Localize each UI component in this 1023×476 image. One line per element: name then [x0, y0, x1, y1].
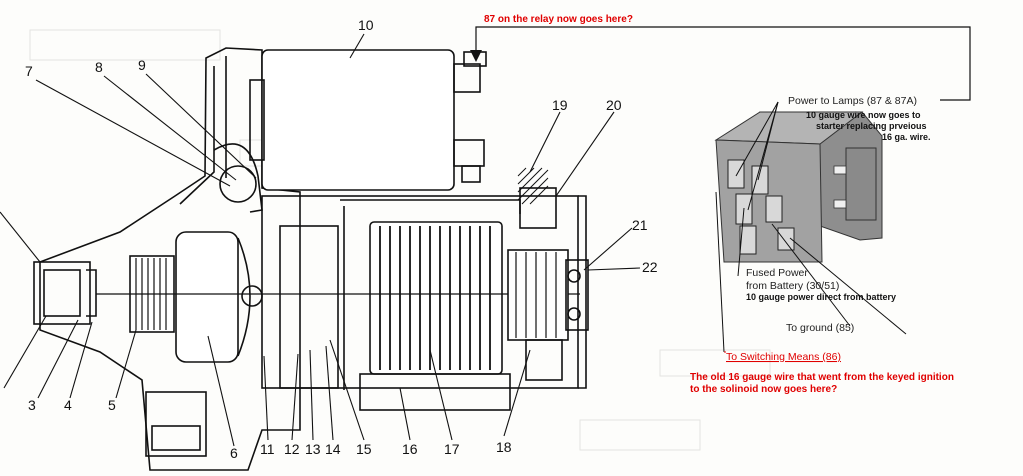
part-number-21: 21 [632, 217, 648, 233]
gauge10-note-line3: 16 ga. wire. [882, 132, 931, 142]
drive-housing [39, 47, 301, 471]
solenoid-terminal-bottom [453, 139, 485, 167]
relay-87-wire-line [475, 26, 971, 101]
part-number-8: 8 [95, 59, 103, 75]
nose-bush [33, 261, 91, 325]
part-number-12: 12 [284, 441, 300, 457]
solenoid [261, 49, 455, 191]
starter-motor-drawing [33, 47, 589, 471]
fused-power-label-line2: from Battery (30/51) [746, 280, 839, 292]
part-number-20: 20 [606, 97, 622, 113]
relay-pin-86 [739, 225, 757, 255]
part-number-13: 13 [305, 441, 321, 457]
part-number-17: 17 [444, 441, 460, 457]
motor-yoke [261, 195, 579, 389]
solenoid-terminal-top [453, 63, 481, 93]
power-to-lamps-label: Power to Lamps (87 & 87A) [788, 95, 917, 107]
fused-power-label-line1: Fused Power [746, 267, 808, 279]
relay-pin-85 [765, 195, 783, 223]
part-number-5: 5 [108, 397, 116, 413]
leader-lines [0, 33, 641, 447]
hatched-section [517, 167, 549, 205]
relay-pin-87 [727, 159, 745, 189]
part-number-11: 11 [260, 441, 275, 457]
old-16-gauge-note-line2: to the solinoid now goes here? [690, 384, 837, 395]
part-number-4: 4 [64, 397, 72, 413]
arrow-head [470, 50, 482, 62]
part-number-9: 9 [138, 57, 146, 73]
gauge10-note-line2: starter replacing prveious [816, 121, 927, 131]
to-ground-label: To ground (85) [786, 322, 854, 334]
relay-87-note: 87 on the relay now goes here? [484, 14, 633, 25]
part-number-10: 10 [358, 17, 374, 33]
part-number-16: 16 [402, 441, 418, 457]
part-number-15: 15 [356, 441, 372, 457]
end-frame [578, 195, 587, 389]
part-number-14: 14 [325, 441, 341, 457]
part-number-3: 3 [28, 397, 36, 413]
relay-illustration [714, 111, 883, 263]
part-numbers: 3 4 5 6 7 8 9 10 11 12 13 14 15 16 17 18… [25, 17, 658, 461]
commutator [507, 249, 569, 341]
relay-mount-tab [845, 147, 877, 221]
part-number-6: 6 [230, 445, 238, 461]
old-16-gauge-note-line1: The old 16 gauge wire that went from the… [690, 372, 954, 383]
part-number-18: 18 [496, 439, 512, 455]
power-direct-note: 10 gauge power direct from battery [746, 292, 896, 302]
to-switching-label: To Switching Means (86) [726, 351, 841, 363]
relay-pointer-lines [715, 101, 907, 353]
gauge10-note-line1: 10 gauge wire now goes to [806, 110, 921, 120]
brush-holder [519, 187, 557, 229]
part-number-22: 22 [642, 259, 658, 275]
overrunning-clutch [175, 231, 239, 363]
part-number-7: 7 [25, 63, 33, 79]
part-number-19: 19 [552, 97, 568, 113]
